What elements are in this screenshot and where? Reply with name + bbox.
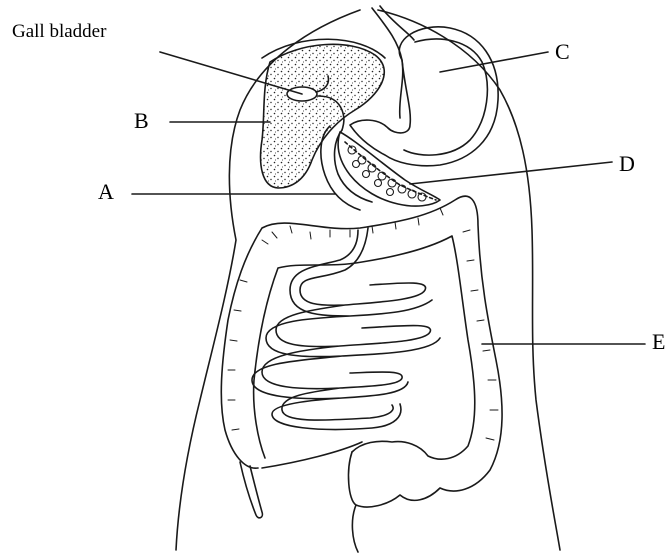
- label-d: D: [619, 153, 635, 175]
- stomach-inner: [404, 39, 487, 155]
- appendix: [240, 462, 262, 518]
- colon-outer: [221, 196, 502, 552]
- label-e: E: [652, 331, 665, 353]
- small-intestine-inner: [252, 230, 440, 429]
- colon-texture: [228, 208, 498, 440]
- ileum: [262, 442, 362, 468]
- duodenum: [321, 126, 372, 210]
- gall-bladder-label: Gall bladder: [12, 22, 106, 41]
- label-b: B: [134, 110, 149, 132]
- label-a: A: [98, 181, 114, 203]
- body-outline: [378, 10, 560, 550]
- pancreas-duct: [345, 142, 436, 200]
- label-c: C: [555, 41, 570, 63]
- rectum: [349, 452, 356, 505]
